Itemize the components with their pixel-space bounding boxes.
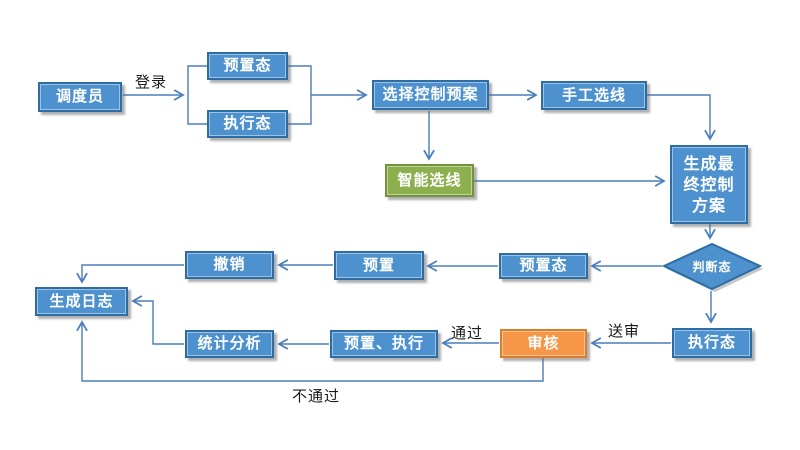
node-preset: 预置: [334, 251, 424, 280]
node-preset-execute: 预置、执行: [330, 330, 438, 358]
node-review: 审核: [500, 329, 587, 358]
node-intelligent-line-selection: 智能选线: [385, 164, 474, 197]
node-dispatcher: 调度员: [38, 82, 122, 112]
node-judge-state-label: 判断态: [692, 259, 732, 274]
node-manual-line-selection: 手工选线: [541, 81, 647, 110]
node-statistical-analysis: 统计分析: [185, 330, 274, 358]
node-preset-state-login: 预置态: [207, 52, 288, 80]
bracket-right: [288, 65, 312, 125]
node-revoke: 撤销: [185, 251, 274, 279]
node-execute-state-login: 执行态: [207, 110, 288, 138]
node-execute-state: 执行态: [672, 328, 752, 358]
edge-revoke-to-log: [76, 264, 184, 284]
edge-manual-to-final: [647, 94, 716, 141]
edge-label-login: 登录: [135, 73, 168, 91]
edge-label-fail: 不通过: [292, 387, 341, 405]
node-select-control-plan: 选择控制预案: [372, 80, 489, 110]
node-generate-log: 生成日志: [35, 287, 128, 316]
judge-diamond: [661, 242, 763, 291]
node-generate-final-control-plan: 生成最终控制方案: [670, 145, 748, 224]
edge-stat-to-log: [131, 295, 184, 345]
edge-label-submit: 送审: [608, 322, 641, 340]
bracket-left: [187, 65, 207, 125]
edge-label-pass: 通过: [451, 324, 484, 342]
edge-review-fail-to-log: [76, 320, 544, 382]
node-preset-state: 预置态: [499, 253, 588, 279]
